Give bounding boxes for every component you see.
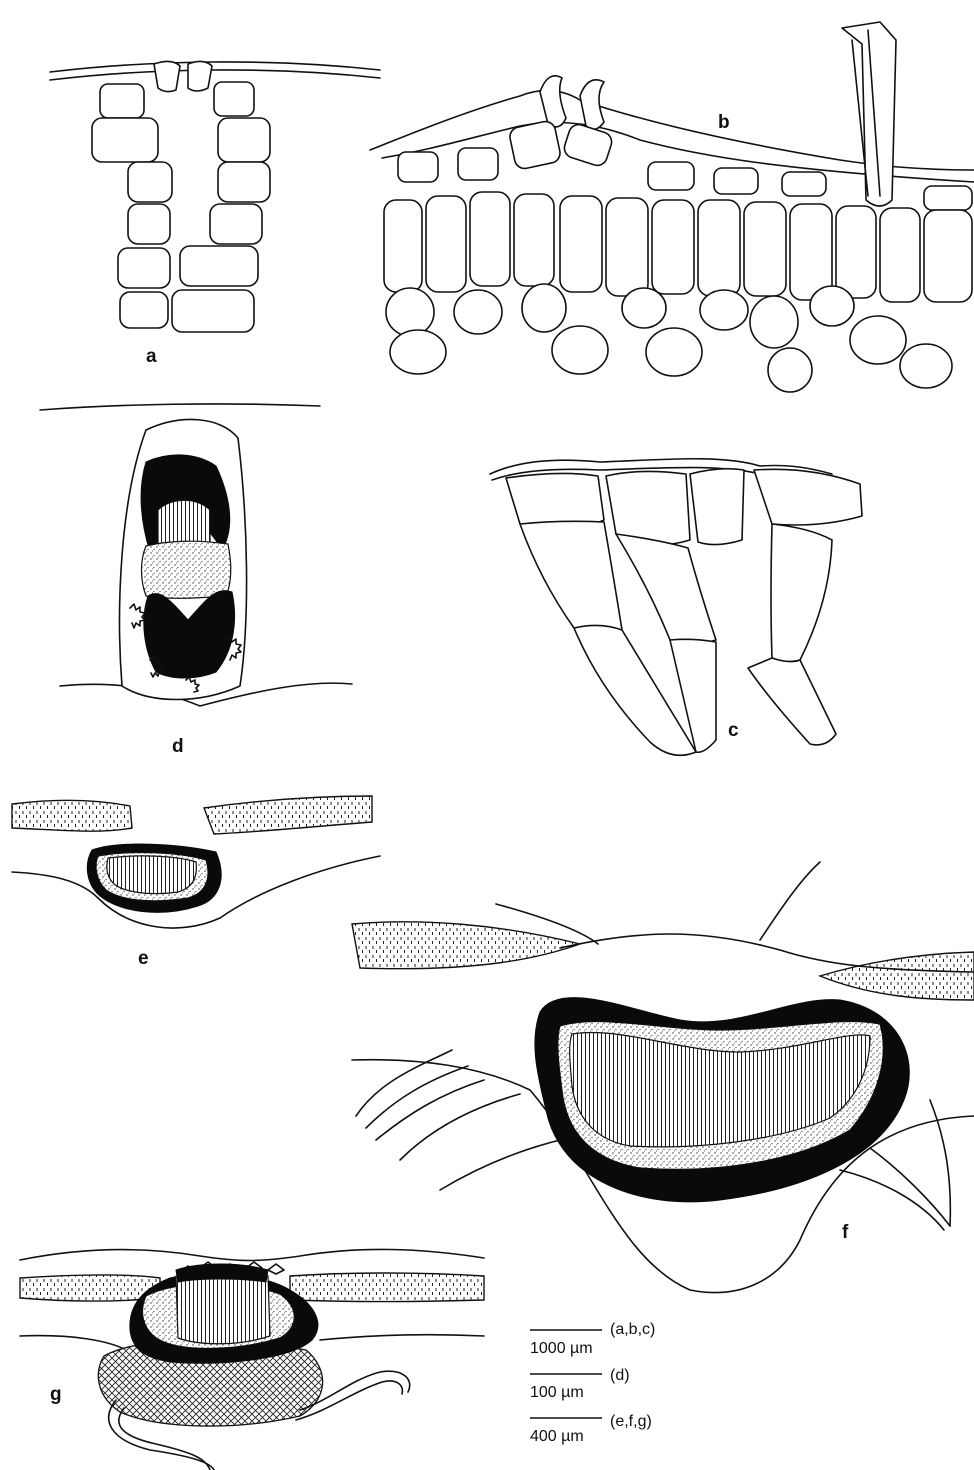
scale-bar-1-panels: (a,b,c) xyxy=(610,1321,655,1338)
scale-bar-3-value: 400 µm xyxy=(530,1428,584,1445)
panel-a-label: a xyxy=(146,346,157,367)
panel-f: f xyxy=(352,862,974,1293)
panel-f-label: f xyxy=(842,1222,849,1243)
panel-b: b xyxy=(370,22,974,392)
panel-c-label: c xyxy=(728,720,739,741)
scale-bar-3-panels: (e,f,g) xyxy=(610,1413,652,1430)
scale-bar-1-value: 1000 µm xyxy=(530,1340,593,1357)
scale-bars: 1000 µm (a,b,c) 100 µm (d) 400 µm (e,f,g… xyxy=(530,1321,655,1445)
panel-b-label: b xyxy=(718,112,730,133)
scale-bar-2-panels: (d) xyxy=(610,1367,630,1384)
panel-d: d xyxy=(40,404,352,757)
panel-e: e xyxy=(12,796,380,969)
scale-bar-2-value: 100 µm xyxy=(530,1384,584,1401)
panel-d-label: d xyxy=(172,736,184,757)
panel-a: a xyxy=(50,61,380,367)
panel-c: c xyxy=(490,459,862,756)
panel-e-label: e xyxy=(138,948,149,969)
panel-g-label: g xyxy=(50,1384,62,1405)
panel-g: g xyxy=(20,1249,484,1470)
